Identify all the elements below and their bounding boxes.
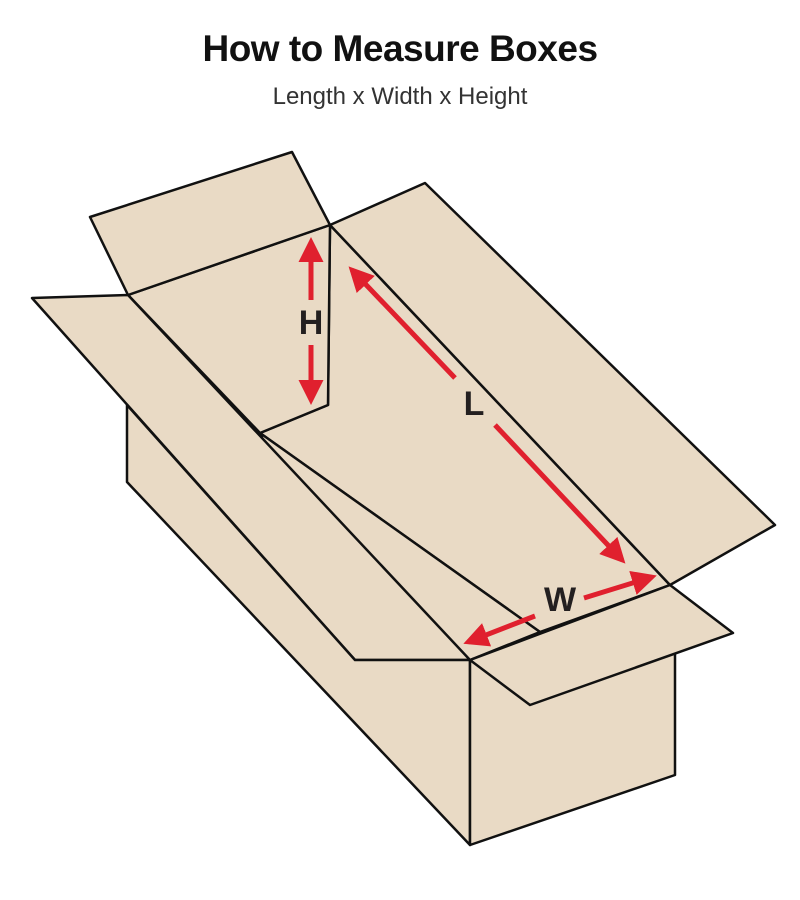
page-subtitle: Length x Width x Height	[272, 83, 528, 110]
width-arrow-left	[463, 613, 536, 647]
width-label: W	[544, 581, 577, 619]
right-flap	[328, 181, 777, 587]
front-flap	[468, 583, 735, 707]
page-title: How to Measure Boxes	[202, 28, 598, 69]
width-arrow-right	[583, 570, 657, 601]
length-label: L	[464, 385, 485, 423]
length-arrow-upper	[348, 266, 457, 380]
height-label: H	[299, 304, 324, 342]
length-arrow-lower	[493, 423, 626, 564]
